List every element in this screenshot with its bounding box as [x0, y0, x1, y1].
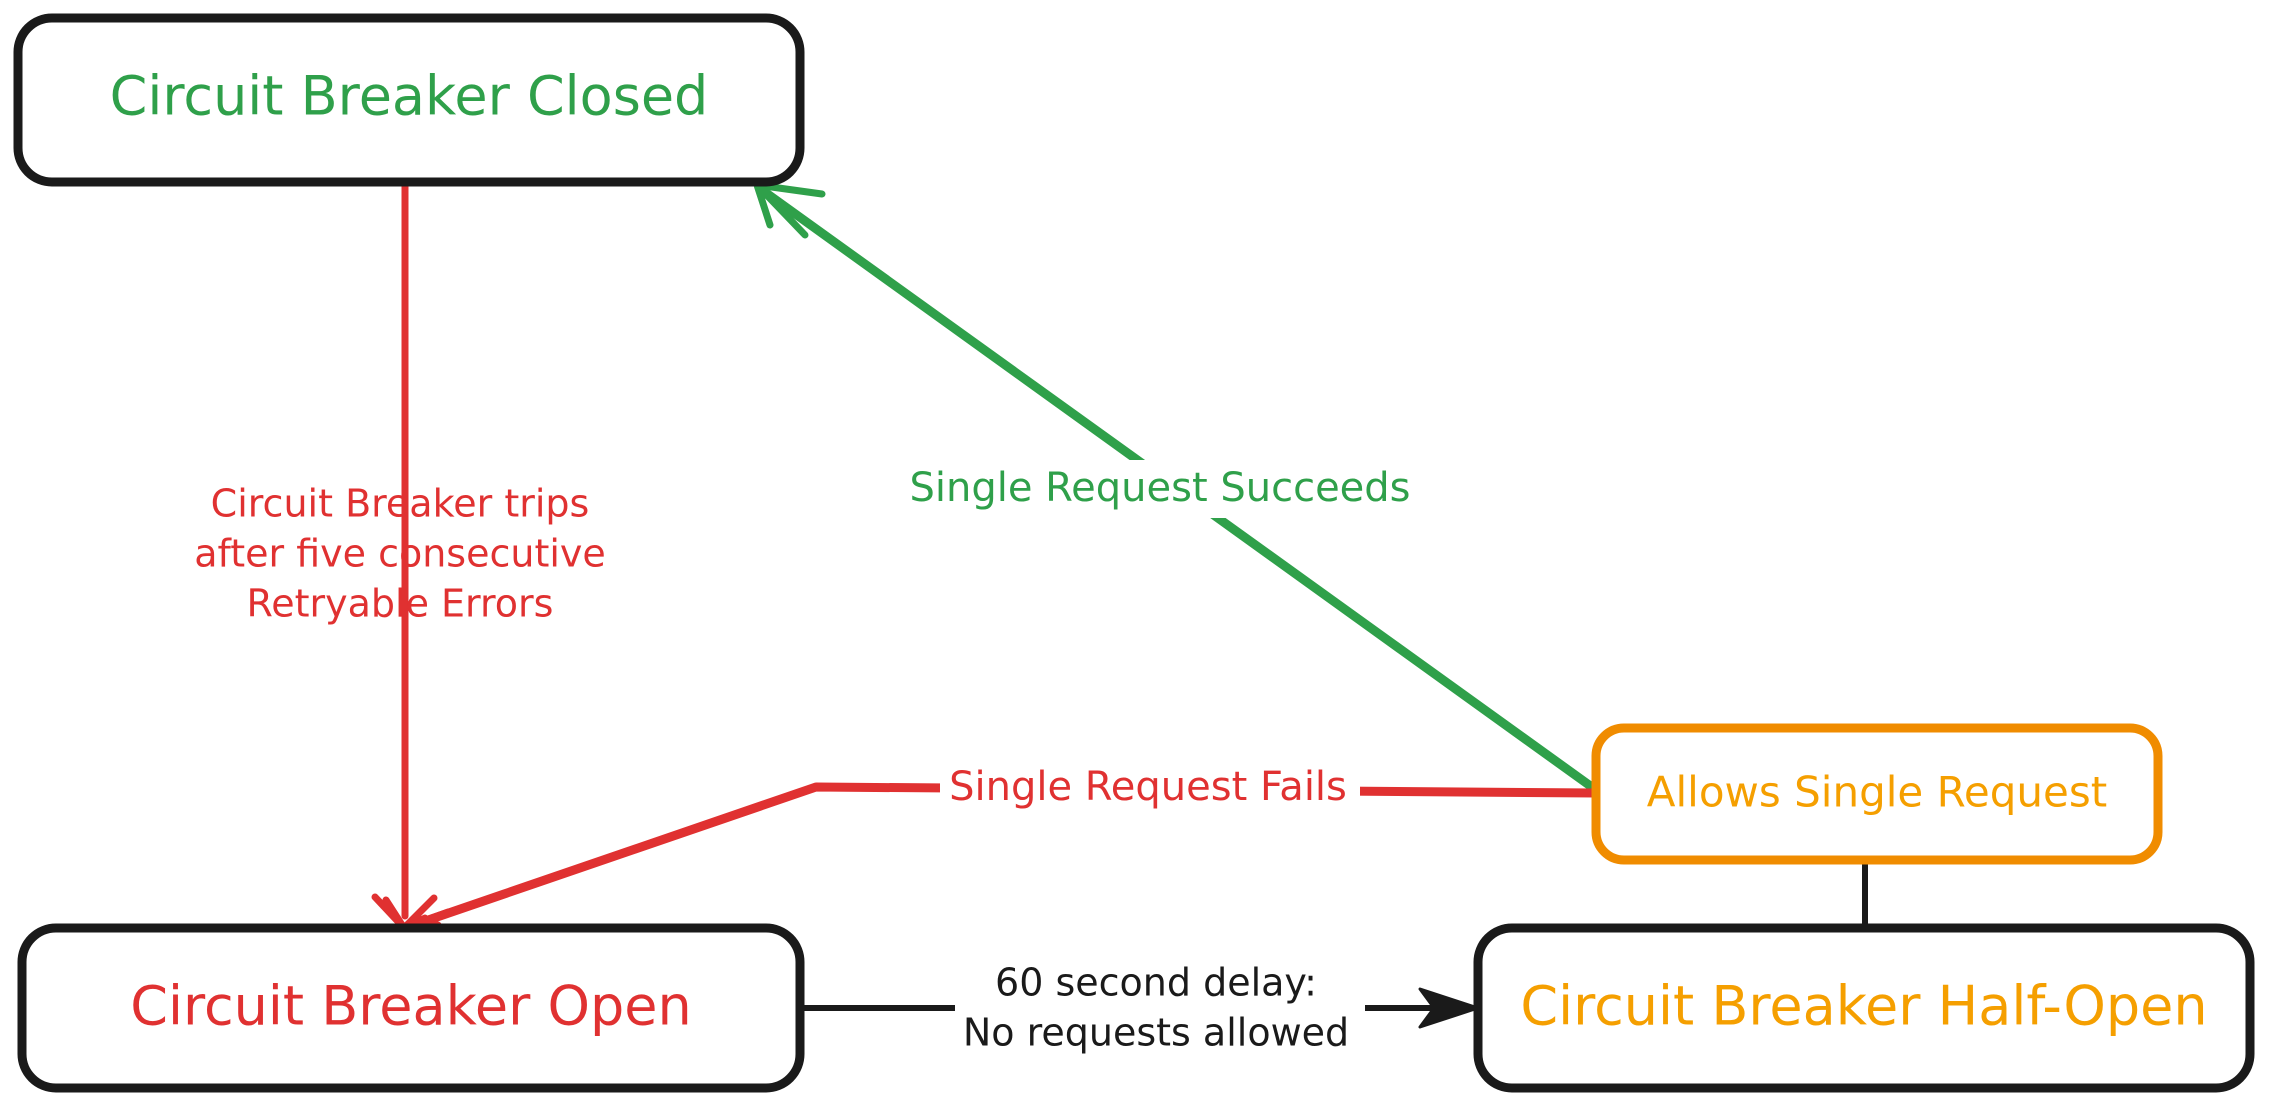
node-half-open-box[interactable]: [1473, 923, 2255, 1093]
node-half-open-label: Circuit Breaker Half-Open: [1520, 975, 2207, 1038]
edge-allows-to-closed-arrowhead: [753, 181, 826, 239]
node-allows-label: Allows Single Request: [1647, 768, 2107, 817]
edge-label-60-second-delay: 60 second delay: No requests allowed: [955, 955, 1365, 1065]
edge-open-to-halfopen-arrowhead: [1418, 987, 1480, 1029]
edge-label-fails-backdrop: [940, 762, 1360, 816]
edge-label-delay-backdrop: [955, 955, 1365, 1065]
node-closed-label: Circuit Breaker Closed: [110, 65, 709, 128]
node-open-box[interactable]: [17, 923, 805, 1093]
node-closed-box[interactable]: [13, 13, 805, 187]
edge-label-delay-line-2: No requests allowed: [963, 1011, 1349, 1055]
node-allows-single-request[interactable]: Allows Single Request: [1591, 723, 2163, 865]
edge-label-single-request-succeeds: Single Request Succeeds: [905, 460, 1411, 518]
edge-label-succeeds-backdrop: [905, 460, 1405, 518]
node-circuit-breaker-closed[interactable]: Circuit Breaker Closed: [13, 13, 805, 187]
node-circuit-breaker-half-open[interactable]: Circuit Breaker Half-Open: [1473, 923, 2255, 1093]
edge-label-circuit-breaker-trips: Circuit Breaker trips after five consecu…: [194, 482, 606, 626]
edge-open-to-halfopen: [797, 987, 1480, 1029]
node-open-label: Circuit Breaker Open: [130, 975, 692, 1038]
edge-label-delay-line-1: 60 second delay:: [995, 961, 1317, 1005]
node-circuit-breaker-open[interactable]: Circuit Breaker Open: [17, 923, 805, 1093]
edge-label-trips-line-1: Circuit Breaker trips: [211, 482, 590, 526]
edge-label-trips-line-3: Retryable Errors: [247, 582, 554, 626]
edge-label-single-request-fails: Single Request Fails: [940, 762, 1360, 816]
edge-label-fails-text: Single Request Fails: [949, 764, 1347, 810]
edge-label-succeeds-text: Single Request Succeeds: [909, 465, 1410, 511]
edge-label-trips-line-2: after five consecutive: [194, 532, 606, 576]
node-allows-box[interactable]: [1591, 723, 2163, 865]
